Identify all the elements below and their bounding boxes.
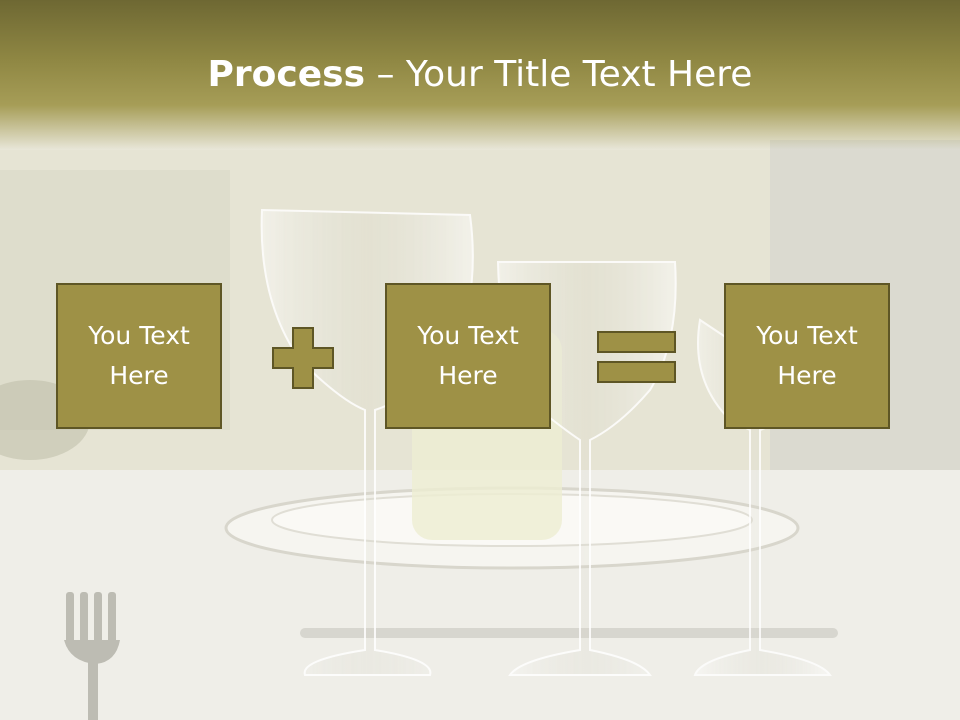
title-bold: Process [207,54,366,95]
text-box-2[interactable]: You Text Here [385,283,551,429]
text-box-3-label: You Text Here [756,321,858,390]
equals-icon [597,331,676,383]
slide-title: Process – Your Title Text Here [0,52,960,98]
text-box-3[interactable]: You Text Here [724,283,890,429]
text-box-2-label: You Text Here [417,321,519,390]
text-box-1-label: You Text Here [88,321,190,390]
plus-icon [272,327,334,389]
text-box-1[interactable]: You Text Here [56,283,222,429]
title-band [0,0,960,150]
title-rest: – Your Title Text Here [365,54,753,95]
